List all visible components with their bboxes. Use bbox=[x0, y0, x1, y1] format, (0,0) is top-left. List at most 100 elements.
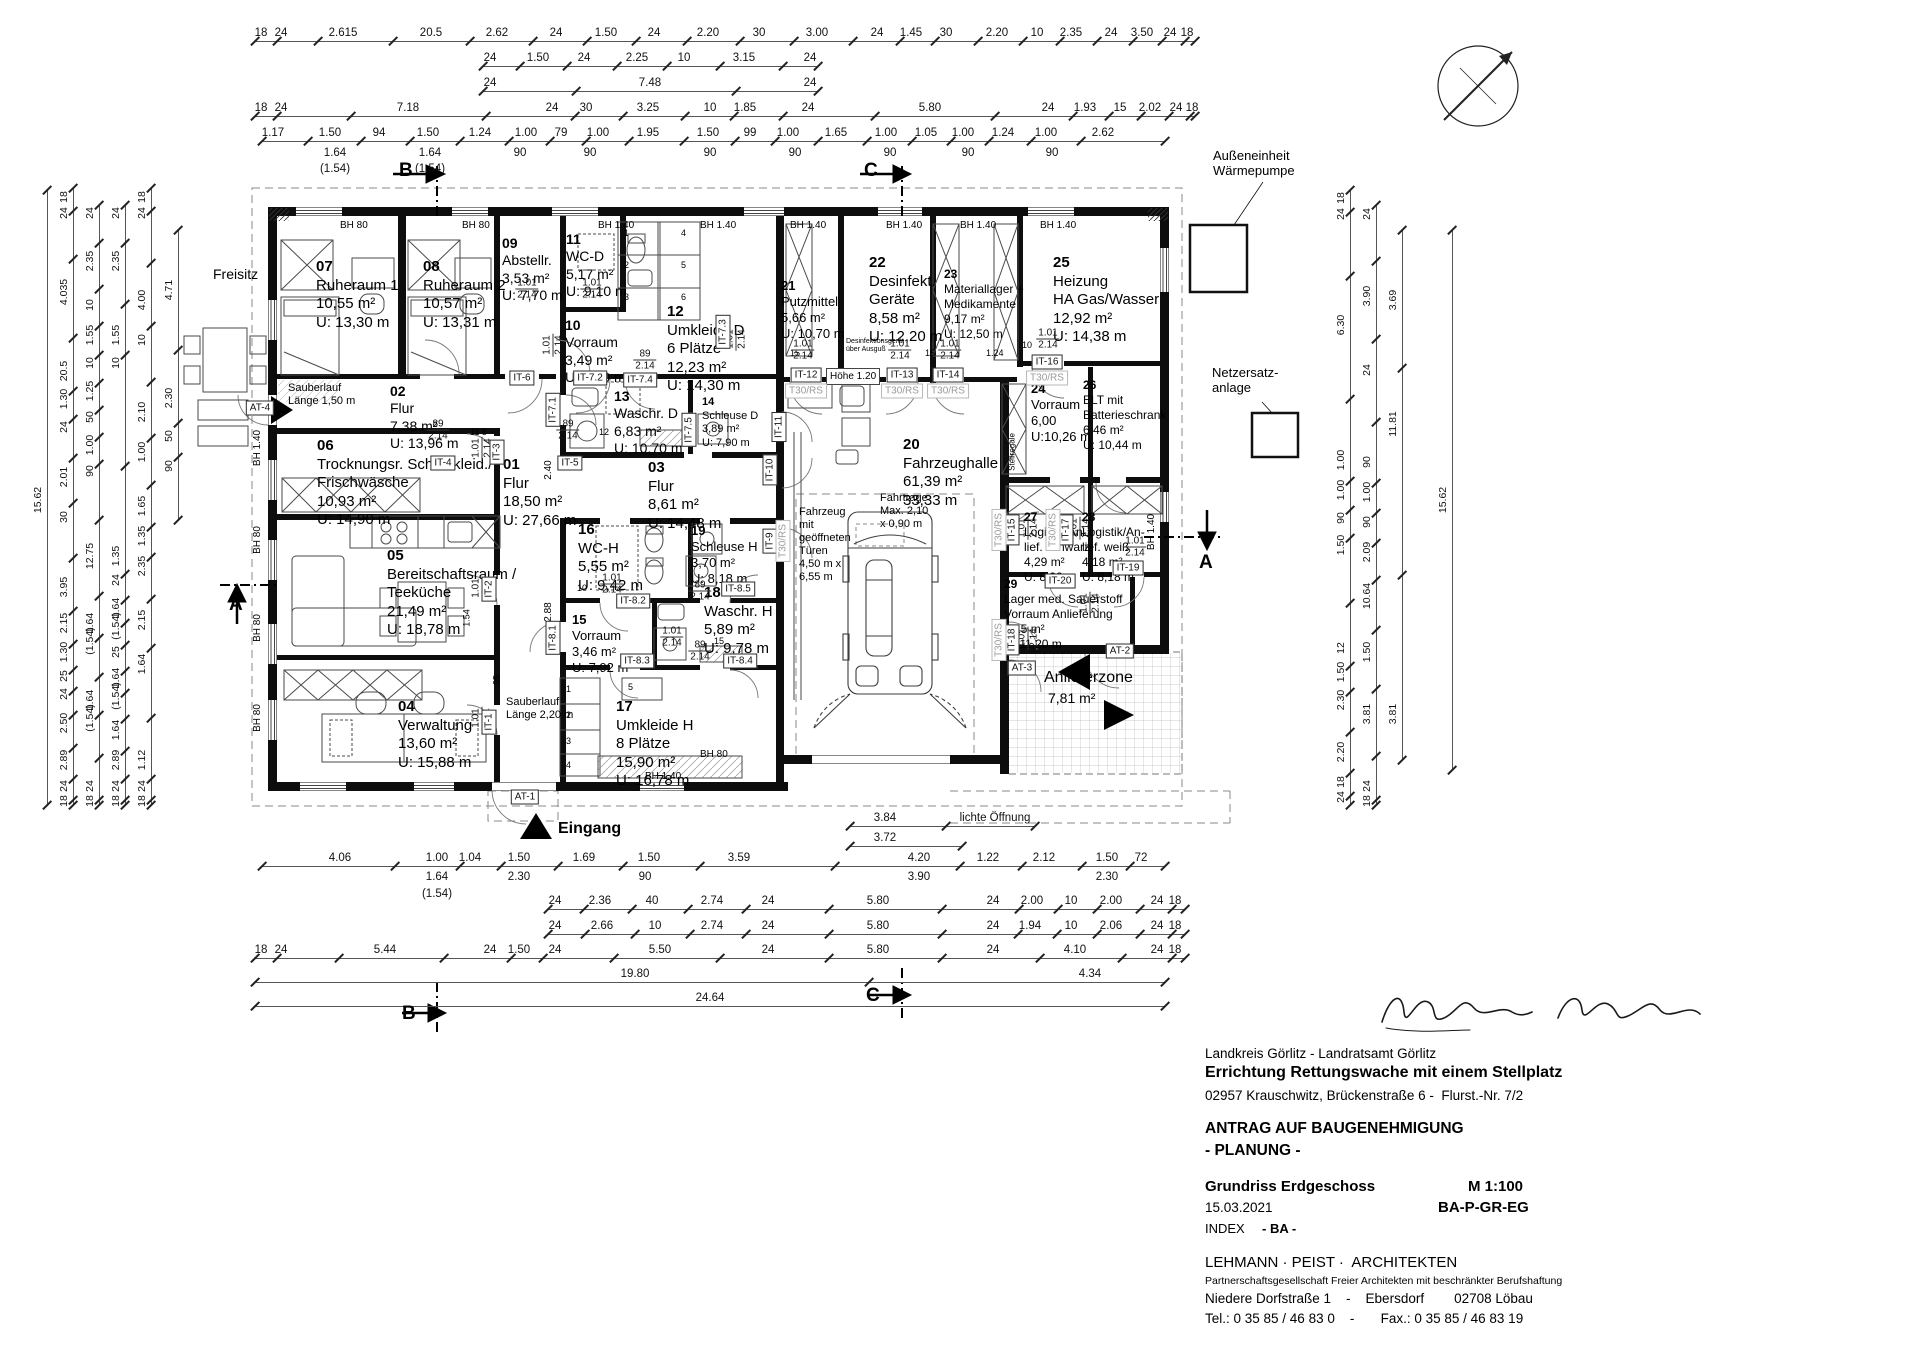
door-tag-AT-2: AT-2 bbox=[1105, 643, 1135, 659]
office-subtitle: Partnerschaftsgesellschaft Freier Archit… bbox=[1205, 1275, 1563, 1287]
dim-label: 1.85 bbox=[733, 102, 757, 114]
door-tag-IT-15: IT-15 bbox=[1004, 514, 1020, 546]
dim-label: 4.035 bbox=[58, 278, 70, 306]
dim-line bbox=[255, 982, 1165, 983]
dim-label: 18 bbox=[1168, 895, 1182, 907]
dim-line bbox=[99, 205, 100, 805]
misc-label: Sauberlauf Länge 1,50 m bbox=[288, 382, 356, 407]
dim-label: 24 bbox=[761, 920, 775, 932]
index-label: INDEX bbox=[1205, 1221, 1245, 1236]
dim-label: 99 bbox=[743, 127, 757, 139]
dim-label: 24 bbox=[483, 77, 497, 89]
dim-label: 90 bbox=[638, 871, 652, 883]
dim-label: 1.00 bbox=[1034, 127, 1058, 139]
door-tag-T30RS: T30/RS bbox=[1026, 370, 1068, 386]
door-tag-IT-1: IT-1 bbox=[481, 709, 497, 735]
dim-label: 90 bbox=[1045, 147, 1059, 159]
index-value: - BA - bbox=[1262, 1221, 1297, 1236]
door-tag-AT-4: AT-4 bbox=[245, 400, 275, 416]
dim-label: 40 bbox=[645, 895, 659, 907]
dim-line bbox=[262, 141, 1165, 142]
dim-label: 10 bbox=[1064, 895, 1078, 907]
dim-label: 24 bbox=[1150, 944, 1164, 956]
dim-label: (1.54) bbox=[84, 627, 96, 655]
dim-line bbox=[47, 190, 48, 805]
dim-label: 10 bbox=[136, 334, 148, 346]
dim-label: 1.05 bbox=[914, 127, 938, 139]
door-tag-T30RS: T30/RS bbox=[991, 619, 1007, 661]
dim-label: 10 bbox=[1064, 920, 1078, 932]
dim-label: 90 bbox=[788, 147, 802, 159]
misc-label: 7,81 m² bbox=[1048, 690, 1096, 706]
dim-label: 24 bbox=[761, 944, 775, 956]
office-name: LEHMANN · PEIST · ARCHITEKTEN bbox=[1205, 1254, 1458, 1271]
misc-label: Höhe 1.20 bbox=[826, 368, 881, 385]
dim-label: 1.50 bbox=[1361, 641, 1373, 663]
dim-label: 18 bbox=[136, 795, 148, 807]
dim-label: 25 bbox=[110, 646, 122, 658]
project-address: 02957 Krauschwitz, Brückenstraße 6 - Flu… bbox=[1205, 1088, 1524, 1103]
dim-label: 24 bbox=[58, 207, 70, 219]
dim-label: 24 bbox=[136, 207, 148, 219]
dim-label: 1.35 bbox=[110, 545, 122, 567]
dim-label: 1.50 bbox=[507, 852, 531, 864]
dim-line bbox=[1350, 190, 1351, 805]
dim-label: 2.20 bbox=[696, 27, 720, 39]
dim-label: 7.48 bbox=[638, 77, 662, 89]
dim-label: 90 bbox=[1361, 516, 1373, 528]
dim-label: 24 bbox=[84, 780, 96, 792]
misc-label: 12 bbox=[599, 427, 610, 437]
dim-label: 24 bbox=[548, 920, 562, 932]
dim-label: 2.25 bbox=[625, 52, 649, 64]
dim-line bbox=[255, 116, 1195, 117]
misc-label: 6 bbox=[681, 292, 687, 302]
dim-label: 1.50 bbox=[526, 52, 550, 64]
dim-label: 15.62 bbox=[1437, 486, 1449, 514]
misc-label: BH 1.40 bbox=[886, 220, 923, 231]
dim-label: 3.90 bbox=[907, 871, 931, 883]
dim-label: 18 bbox=[254, 944, 268, 956]
door-tag-T30RS: T30/RS bbox=[927, 383, 969, 399]
dim-label: 24 bbox=[761, 895, 775, 907]
door-tag-AT-3: AT-3 bbox=[1007, 660, 1037, 676]
dim-label: 2.01 bbox=[58, 466, 70, 488]
dim-label: 10 bbox=[84, 357, 96, 369]
dim-label: 24 bbox=[1335, 208, 1347, 220]
dim-label: 3.15 bbox=[732, 52, 756, 64]
dim-label: 2.89 bbox=[110, 749, 122, 771]
misc-label: BH 80 bbox=[700, 749, 728, 760]
dim-label: 90 bbox=[1361, 456, 1373, 468]
door-tag-T30RS: T30/RS bbox=[785, 383, 827, 399]
dim-line bbox=[73, 188, 74, 805]
dim-label: 1.65 bbox=[136, 495, 148, 517]
dim-label: 72 bbox=[1134, 852, 1148, 864]
misc-label: 2.40 bbox=[543, 460, 555, 480]
dashed-outlines bbox=[251, 187, 1231, 824]
door-tag-IT-7.1: IT-7.1 bbox=[545, 393, 561, 427]
door-tag-IT-8.2: IT-8.2 bbox=[616, 593, 650, 609]
dim-label: 18 bbox=[110, 795, 122, 807]
dim-label: 2.35 bbox=[110, 250, 122, 272]
door-tag-IT-7.5: IT-7.5 bbox=[681, 413, 697, 447]
dim-label: 90 bbox=[583, 147, 597, 159]
door-tag-IT-4: IT-4 bbox=[430, 455, 456, 471]
misc-label: BH 1.40 bbox=[1146, 513, 1158, 551]
dim-label: 24 bbox=[548, 895, 562, 907]
section-markers bbox=[220, 164, 1222, 1032]
door-tag-IT-5: IT-5 bbox=[557, 455, 583, 471]
dim-label: 5.80 bbox=[866, 920, 890, 932]
misc-label: Fahrzeug mit geöffneten Türen 4,50 m x 6… bbox=[799, 506, 851, 583]
dim-label: 2.00 bbox=[1099, 895, 1123, 907]
